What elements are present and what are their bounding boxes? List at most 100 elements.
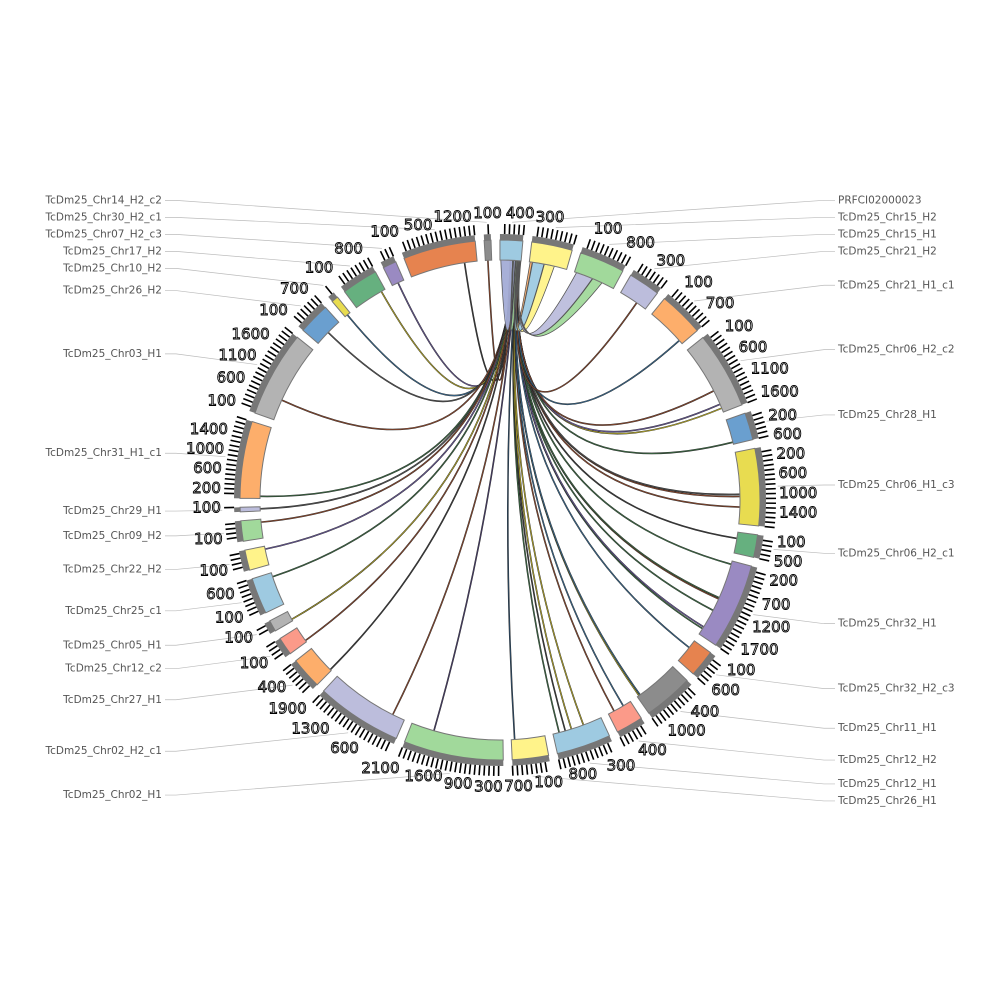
link-outline bbox=[260, 260, 516, 523]
tick-mark bbox=[257, 366, 267, 374]
tick-mark bbox=[246, 606, 257, 612]
tick-label: 1900 bbox=[268, 700, 306, 718]
tick-mark bbox=[758, 435, 769, 439]
link-core bbox=[514, 260, 615, 712]
tick-label: 700 bbox=[762, 595, 791, 613]
tick-mark bbox=[748, 593, 759, 599]
tick-mark bbox=[296, 312, 306, 321]
tick-mark bbox=[762, 539, 773, 543]
tick-mark bbox=[380, 739, 387, 750]
segment-PRFCI02000023 bbox=[499, 224, 526, 262]
tick-mark bbox=[703, 670, 713, 678]
tick-mark bbox=[557, 759, 562, 770]
tick-mark bbox=[243, 397, 253, 403]
segment-block bbox=[552, 717, 611, 755]
segment-TcDm25_Chr07_H2_c3 bbox=[379, 246, 405, 287]
label-leader-line bbox=[555, 216, 835, 228]
segment-TcDm25_Chr02_H1 bbox=[397, 722, 504, 777]
tick-mark bbox=[330, 710, 339, 719]
tick-mark bbox=[712, 334, 722, 342]
tick-band bbox=[238, 550, 250, 572]
tick-label: 600 bbox=[773, 425, 802, 443]
tick-label: 200 bbox=[769, 572, 798, 590]
segment-block bbox=[725, 412, 754, 445]
tick-mark bbox=[293, 315, 303, 324]
tick-mark bbox=[545, 228, 549, 239]
tick-mark bbox=[288, 671, 298, 679]
tick-label: 100 bbox=[259, 301, 288, 319]
tick-label: 100 bbox=[199, 562, 228, 580]
segment-TcDm25_Chr21_H1_c1 bbox=[651, 288, 710, 345]
tick-mark bbox=[627, 732, 635, 743]
tick-mark bbox=[406, 239, 412, 250]
tick-mark bbox=[678, 295, 687, 304]
tick-mark bbox=[384, 741, 391, 752]
tick-mark bbox=[753, 580, 764, 585]
chromosome-label: TcDm25_Chr32_H1 bbox=[837, 618, 937, 630]
tick-label: 400 bbox=[638, 741, 667, 759]
segment-TcDm25_Chr14_H2_c2 bbox=[483, 224, 493, 261]
tick-mark bbox=[762, 453, 773, 458]
label-leader-line bbox=[753, 614, 835, 625]
tick-mark bbox=[517, 224, 521, 235]
tick-label: 200 bbox=[777, 445, 806, 463]
segment-block bbox=[733, 531, 759, 559]
tick-mark bbox=[655, 714, 663, 724]
tick-mark bbox=[750, 589, 760, 595]
label-leader-line bbox=[165, 216, 435, 231]
label-leader-line bbox=[777, 484, 835, 487]
tick-label: 600 bbox=[193, 459, 222, 477]
tick-mark bbox=[232, 429, 243, 435]
chromosome-label: TcDm25_Chr28_H1 bbox=[837, 409, 937, 421]
tick-mark bbox=[761, 548, 772, 553]
tick-mark bbox=[483, 765, 486, 776]
segment-block bbox=[331, 296, 351, 318]
tick-label: 600 bbox=[217, 368, 246, 386]
tick-band bbox=[319, 690, 397, 744]
tick-mark bbox=[651, 717, 659, 727]
tick-mark bbox=[278, 334, 288, 342]
tick-mark bbox=[763, 458, 774, 462]
segment-block bbox=[251, 572, 285, 614]
tick-mark bbox=[752, 411, 762, 417]
tick-mark bbox=[239, 588, 250, 594]
tick-mark bbox=[736, 619, 747, 626]
tick-label: 100 bbox=[725, 317, 754, 335]
tick-band bbox=[693, 652, 716, 678]
tick-band bbox=[745, 411, 759, 440]
tick-band bbox=[249, 333, 298, 414]
tick-label: 600 bbox=[206, 585, 235, 603]
segment-block bbox=[343, 271, 386, 309]
tick-mark bbox=[730, 631, 740, 639]
tick-label: 400 bbox=[691, 702, 720, 720]
tick-mark bbox=[739, 380, 750, 387]
tick-mark bbox=[730, 363, 741, 370]
tick-mark bbox=[346, 721, 354, 731]
segment-TcDm25_Chr27_H1 bbox=[282, 647, 332, 694]
tick-mark bbox=[458, 763, 462, 774]
segment-TcDm25_Chr28_H1 bbox=[725, 411, 769, 445]
segment-TcDm25_Chr15_H2 bbox=[528, 226, 578, 271]
tick-label: 200 bbox=[768, 406, 797, 424]
tick-mark bbox=[741, 384, 752, 391]
tick-mark bbox=[726, 354, 736, 362]
tick-mark bbox=[435, 758, 439, 769]
tick-mark bbox=[722, 643, 733, 651]
chromosome-label: TcDm25_Chr06_H1_c3 bbox=[837, 479, 955, 491]
tick-label: 400 bbox=[258, 678, 287, 696]
segment-TcDm25_Chr22_H2 bbox=[229, 545, 270, 572]
chromosome-label: TcDm25_Chr21_H2 bbox=[837, 245, 937, 257]
tick-label: 1000 bbox=[186, 439, 224, 457]
tick-mark bbox=[695, 312, 704, 321]
link-core bbox=[392, 260, 517, 715]
segment-block bbox=[240, 518, 264, 542]
tick-mark bbox=[248, 610, 259, 617]
tick-mark bbox=[338, 715, 346, 725]
tick-label: 1000 bbox=[779, 484, 817, 502]
label-leader-line bbox=[165, 634, 257, 646]
tick-label: 100 bbox=[684, 273, 713, 291]
segment-block bbox=[279, 627, 308, 655]
tick-mark bbox=[271, 648, 281, 656]
tick-label: 100 bbox=[594, 220, 623, 238]
